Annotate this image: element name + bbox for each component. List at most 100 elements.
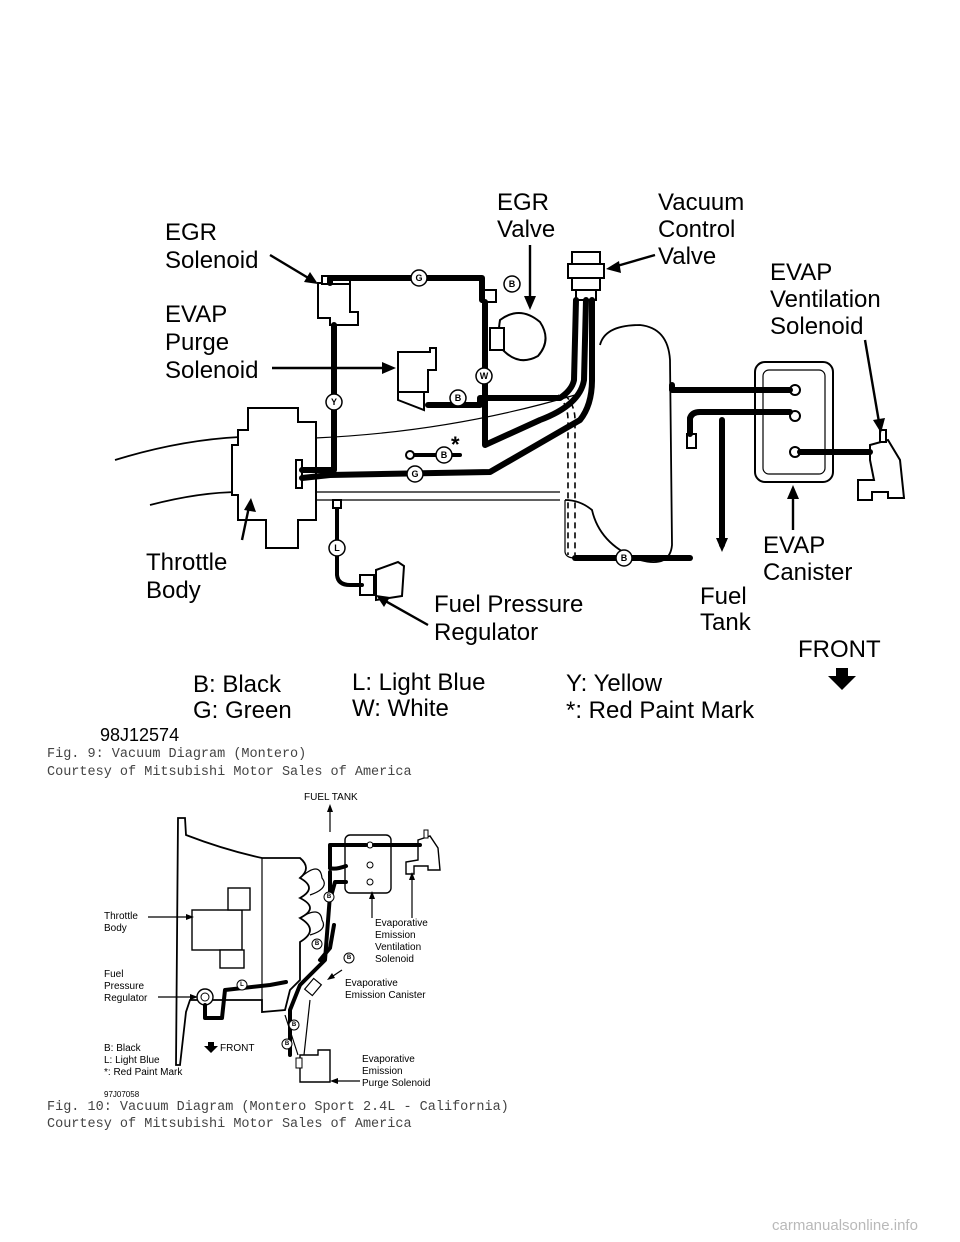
badge-b-bottom: B bbox=[615, 549, 633, 567]
engine-outline-bottom bbox=[149, 491, 241, 506]
svg-text:B: B bbox=[509, 279, 516, 289]
hose-canister-top bbox=[669, 382, 793, 393]
hose-black-purge bbox=[425, 297, 579, 408]
fig10-badge-b4: B bbox=[288, 1019, 300, 1031]
tank-outline bbox=[564, 324, 673, 563]
hidden-hose-dashed bbox=[557, 394, 569, 555]
fig10-hose-lightblue bbox=[203, 980, 288, 1020]
badge-b-purge: B bbox=[449, 389, 467, 407]
fig10-label-front: FRONT bbox=[220, 1043, 254, 1054]
fig10-hose-black-main bbox=[288, 870, 332, 1057]
fig9-caption-line1: Fig. 9: Vacuum Diagram (Montero) bbox=[47, 747, 306, 762]
intake-outline-1 bbox=[314, 394, 576, 439]
hose-yellow bbox=[299, 322, 337, 473]
fig10-legend: B: Black L: Light Blue *: Red Paint Mark bbox=[104, 1043, 183, 1078]
evap-ventilation-solenoid-component bbox=[857, 429, 906, 501]
hose-green-egr bbox=[327, 275, 485, 303]
throttle-body-component bbox=[231, 407, 317, 549]
fig10-caption-line2: Courtesy of Mitsubishi Motor Sales of Am… bbox=[47, 1117, 412, 1132]
fig10-fuel-pressure-regulator-component bbox=[196, 988, 214, 1006]
svg-text:G: G bbox=[411, 469, 418, 479]
svg-text:B: B bbox=[455, 393, 462, 403]
svg-text:L: Light Blue: L: Light Blue bbox=[104, 1055, 160, 1066]
svg-text:L: Light Blue: L: Light Blue bbox=[352, 669, 485, 696]
svg-text:*: Red Paint Mark: *: Red Paint Mark bbox=[104, 1067, 183, 1078]
fig10-caption-line1: Fig. 10: Vacuum Diagram (Montero Sport 2… bbox=[47, 1100, 509, 1115]
svg-text:G: Green: G: Green bbox=[193, 697, 292, 724]
svg-text:B: B bbox=[347, 955, 352, 961]
fig10-throttle-body-component bbox=[191, 887, 251, 969]
svg-text:B: Black: B: Black bbox=[104, 1043, 142, 1054]
fig10-badge-b2: B bbox=[311, 938, 323, 950]
badge-w: W bbox=[475, 367, 493, 385]
egr-valve-component bbox=[481, 289, 547, 362]
badge-l: L bbox=[328, 539, 346, 557]
fig10-code: 97J07058 bbox=[104, 1090, 140, 1099]
fig9-legend: B: Black G: Green L: Light Blue W: White… bbox=[193, 669, 755, 724]
svg-text:L: L bbox=[334, 543, 340, 553]
fig10-evap-purge-solenoid-component bbox=[295, 1049, 331, 1083]
badge-b-mark: B bbox=[435, 446, 453, 464]
svg-text:Y: Y bbox=[331, 397, 337, 407]
fig10-evap-canister-component bbox=[344, 834, 392, 894]
svg-text:B: B bbox=[621, 553, 628, 563]
fig10-label-fuel-tank: FUEL TANK bbox=[304, 792, 358, 803]
fuel-pressure-regulator-component bbox=[359, 560, 406, 602]
hose-green-lower bbox=[299, 297, 595, 481]
fig10-engine-outline bbox=[175, 817, 311, 1066]
svg-text:B: B bbox=[441, 450, 448, 460]
svg-text:W: White: W: White bbox=[352, 695, 449, 722]
fig10-badge-b1: B bbox=[323, 891, 335, 903]
front-arrow-icon bbox=[828, 668, 856, 690]
svg-text:B: B bbox=[315, 941, 320, 947]
svg-text:B: B bbox=[292, 1022, 297, 1028]
svg-text:B: B bbox=[285, 1041, 290, 1047]
hose-fitting bbox=[332, 499, 342, 509]
label-front: FRONT bbox=[798, 636, 881, 663]
svg-text:W: W bbox=[480, 371, 489, 381]
badge-g-top: G bbox=[410, 269, 428, 287]
red-paint-mark: * bbox=[451, 432, 460, 457]
svg-text:L: L bbox=[240, 982, 244, 988]
hose-lightblue bbox=[335, 503, 364, 587]
svg-text:B: B bbox=[327, 894, 332, 900]
svg-text:Y: Yellow: Y: Yellow bbox=[566, 670, 663, 697]
evap-canister-component bbox=[754, 361, 834, 483]
fig10-hose-top bbox=[328, 843, 368, 870]
hose-port bbox=[405, 450, 415, 460]
fig10-pointer-arrows bbox=[148, 804, 415, 1084]
pointer-arrows bbox=[240, 245, 885, 690]
fig10-badge-l: L bbox=[236, 979, 248, 991]
fig10-evap-ventilation-solenoid-component bbox=[405, 829, 441, 875]
hose-white bbox=[482, 297, 589, 448]
fig10-front-arrow-icon bbox=[204, 1042, 218, 1053]
fig10-connector bbox=[303, 977, 323, 997]
egr-solenoid-component bbox=[317, 275, 359, 326]
evap-purge-solenoid-component bbox=[397, 347, 437, 412]
watermark-text: carmanualsonline.info bbox=[772, 1217, 918, 1234]
hose-canister-mid bbox=[687, 409, 793, 437]
svg-text:G: G bbox=[415, 273, 422, 283]
fig9-diagram: G B B W Y B G L B * bbox=[100, 189, 906, 745]
badge-g-lower: G bbox=[406, 465, 424, 483]
fig9-caption-line2: Courtesy of Mitsubishi Motor Sales of Am… bbox=[47, 765, 412, 780]
fig10-badge-b5: B bbox=[281, 1038, 293, 1050]
svg-text:B: Black: B: Black bbox=[193, 671, 282, 698]
badge-y: Y bbox=[325, 393, 343, 411]
engine-outline-top bbox=[114, 436, 241, 461]
